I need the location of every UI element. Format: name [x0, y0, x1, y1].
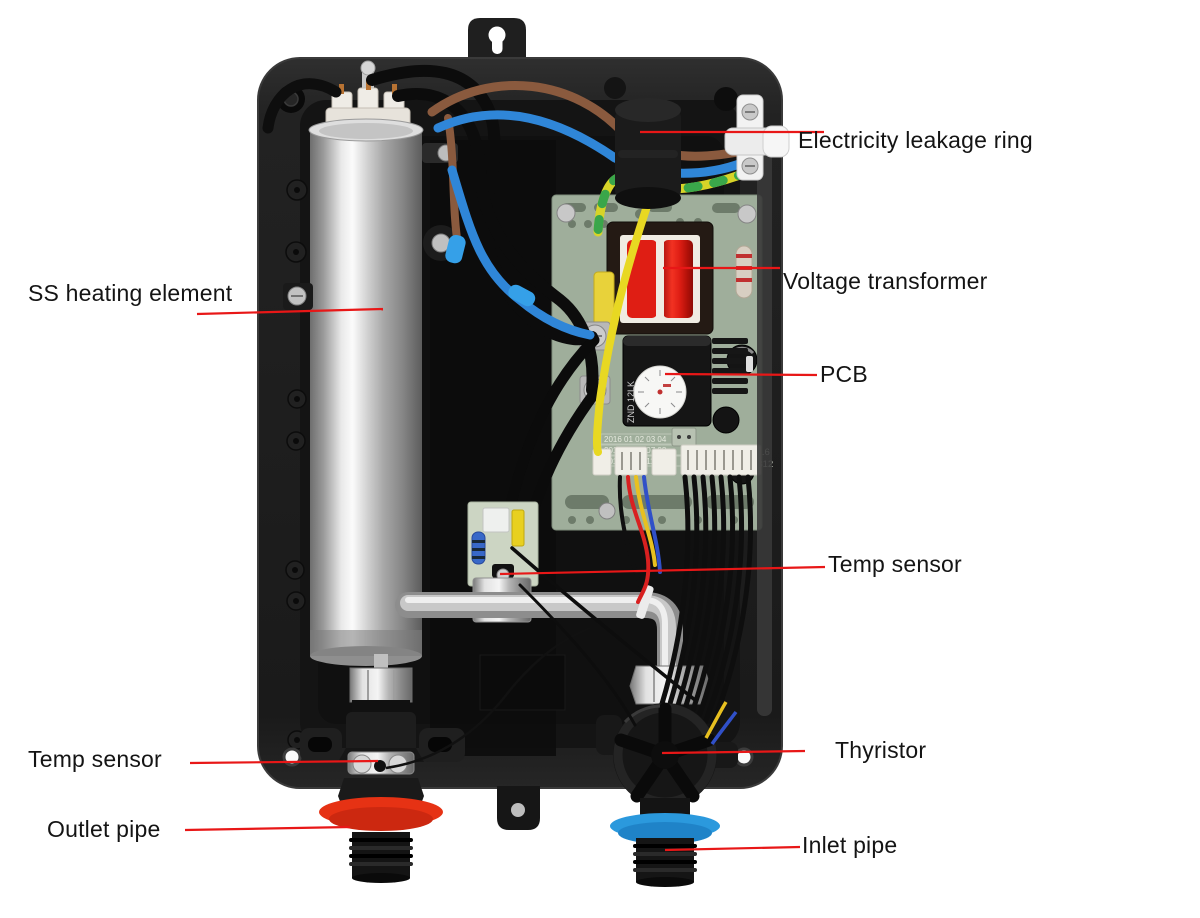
temp-sensor-left-target	[374, 760, 386, 772]
relay: ZND 12LK	[622, 335, 712, 427]
relay-marking: ZND 12LK	[626, 381, 636, 423]
flow-sensor-thyristor	[596, 701, 738, 887]
label-ss-heating-element: SS heating element	[28, 280, 233, 306]
pcb-screws	[556, 203, 757, 520]
misc-cables	[510, 546, 697, 727]
label-inlet-pipe: Inlet pipe	[802, 832, 898, 858]
leader-ss-heating-element	[196, 307, 384, 316]
outlet-assembly	[319, 626, 591, 883]
ss-heating-element	[283, 60, 459, 666]
blue-crimp-sleeve	[445, 234, 466, 264]
label-thyristor: Thyristor	[835, 737, 927, 763]
pcb-date-row1: 2016 01 02 03 04	[604, 435, 667, 444]
label-temp-sensor-right: Temp sensor	[828, 551, 962, 577]
label-pcb: PCB	[820, 361, 868, 387]
label-voltage-transformer: Voltage transformer	[783, 268, 988, 294]
leader-lines	[184, 130, 826, 852]
power-resistor	[735, 245, 753, 299]
heatsink	[712, 338, 753, 394]
cable-zip-tie	[636, 585, 654, 619]
cable-clamp	[724, 94, 790, 181]
leader-inlet-pipe	[664, 845, 801, 852]
boss-centers	[292, 187, 300, 743]
leader-thyristor	[661, 749, 806, 755]
leader-temp-sensor-left	[189, 759, 379, 765]
signal-wires	[617, 475, 662, 604]
main-pcb: ZND 12LK 2016 01 02 03 04 2017 05 06 07 …	[551, 194, 773, 531]
leader-pcb	[664, 372, 818, 377]
electricity-leakage-ring	[615, 98, 681, 209]
label-electricity-leakage-ring: Electricity leakage ring	[798, 127, 1033, 153]
outlet-pipe-thread	[349, 832, 413, 883]
sensor-wire	[385, 626, 591, 770]
yellow-wire	[592, 188, 656, 456]
leader-outlet-pipe	[184, 825, 351, 832]
label-temp-sensor-left: Temp sensor	[28, 746, 162, 772]
blue-wire	[433, 110, 747, 178]
leader-temp-sensor-right	[499, 565, 826, 576]
inlet-pipe-thread	[633, 838, 697, 887]
label-outlet-pipe: Outlet pipe	[47, 816, 161, 842]
connector-pins	[621, 450, 752, 470]
